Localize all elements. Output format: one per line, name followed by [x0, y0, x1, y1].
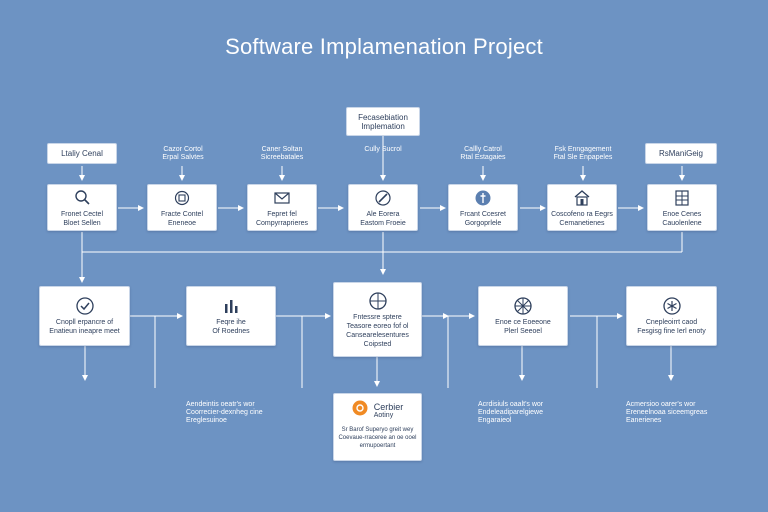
wheel-icon	[513, 296, 533, 316]
row1-step-5[interactable]: Frcant Ccesret Gorgoprlele	[448, 184, 518, 231]
document-grid-icon	[672, 188, 692, 208]
row2-step-1[interactable]: Cnopll erpancre of Enatieun ineapre meet	[39, 286, 130, 346]
envelope-icon	[272, 188, 292, 208]
row2-step-2[interactable]: Feqre ihe Of Roednes	[186, 286, 276, 346]
top-label-3: Cully Sucrol	[364, 146, 402, 153]
row2-step-3[interactable]: Fntessre sptere Teasore eoreo fof ol Can…	[333, 282, 422, 357]
feasibility-line1: Fecasebiation	[358, 112, 408, 122]
pen-circle-icon	[373, 188, 393, 208]
supplier-header: Cerbier Aotiny	[352, 400, 403, 421]
row1-step-3[interactable]: Fepret fel Compyrraprieres	[247, 184, 317, 231]
gear-board-icon	[172, 188, 192, 208]
quality-control-chip[interactable]: Ltaliy Cenal	[47, 143, 117, 164]
check-circle-icon	[75, 296, 95, 316]
row2-step-4[interactable]: Enoe ce Eoeeone Plerl Seeoel	[478, 286, 568, 346]
globe-icon	[368, 291, 388, 311]
feasibility-line2: Implemation	[361, 121, 405, 131]
bar-chart-icon	[221, 296, 241, 316]
row1-step-4[interactable]: Ale Eorera Eastom Froeie	[348, 184, 418, 231]
supplier-badge-icon	[352, 400, 368, 421]
row1-step-7[interactable]: Enoe Cenes Cauolenlene	[647, 184, 717, 231]
note-1: Aendeintis oeatr's wor Coorrecier-dexnhe…	[186, 401, 263, 424]
feasibility-box[interactable]: Fecasebiation Implemation	[346, 107, 420, 136]
note-2: Acrdisiuls oaalt's wor Endeleadiparelgie…	[478, 401, 544, 424]
row2-step-5[interactable]: Cnepleoirrt caod Fesgisg fine Ierl enoty	[626, 286, 717, 346]
row1-step-6[interactable]: Coscofeno ra Eegrs Cemanetienes	[547, 184, 617, 231]
asterisk-circle-icon	[662, 296, 682, 316]
magnifier-icon	[72, 188, 92, 208]
supplier-box[interactable]: Cerbier Aotiny Sr Barof Superyo greit we…	[333, 393, 422, 461]
seal-icon	[473, 188, 493, 208]
note-3: Acmersioo oarer's wor Ereneelnoaa siceem…	[626, 401, 708, 424]
risk-management-chip[interactable]: RsManiGeig	[645, 143, 717, 164]
row1-step-2[interactable]: Fracte Contel Eneneoe	[147, 184, 217, 231]
row1-step-1[interactable]: Fronet Cectel Bloet Sellen	[47, 184, 117, 231]
page-title: Software Implamenation Project	[225, 34, 543, 59]
house-icon	[572, 188, 592, 208]
